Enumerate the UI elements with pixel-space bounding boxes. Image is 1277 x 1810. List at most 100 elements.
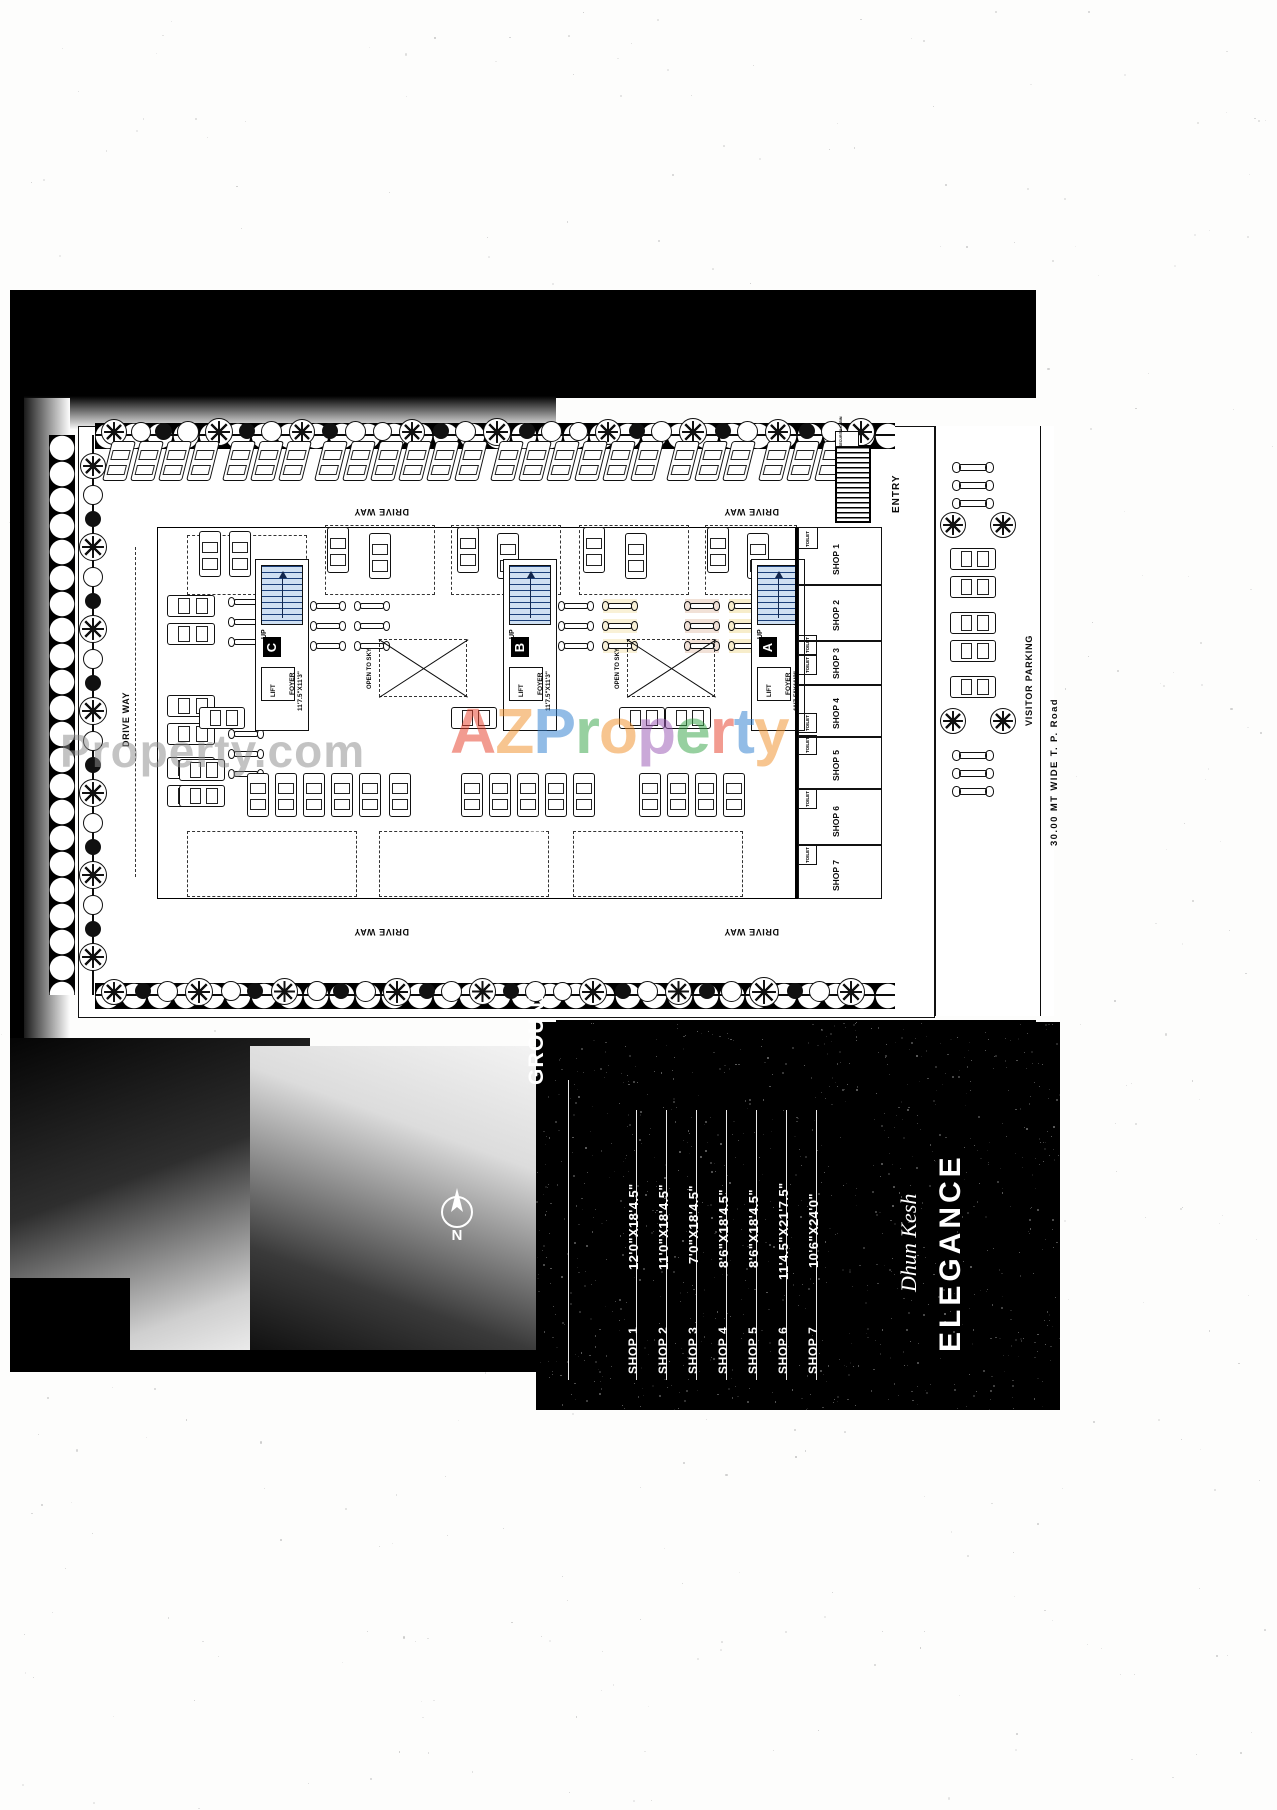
core-a-lift [757,667,791,701]
scan-bleed-top-right [556,290,1036,398]
title-block: SHOP 1 12'0"X18'4.5" SHOP 2 11'0"X18'4.5… [536,1022,1060,1410]
open-to-sky-label-right: OPEN TO SKY [615,648,621,689]
shop-1-toilet-label: TOILET [805,531,810,547]
scan-bleed-bottom-mid [250,1046,550,1368]
shop-1-toilet [798,527,818,549]
shop-3-toilet [798,635,817,655]
svg-text:N: N [452,1226,463,1243]
core-c-lift [261,667,295,701]
page-title: GROUND FLOOR PLAN [525,828,548,1085]
shop-3-toilet-label: TOILET [805,637,810,653]
schedule-rule-0 [568,1080,569,1380]
drive-way-label-left: DRIVE WAY [121,691,131,747]
site-plan-field: DRIVE WAY DRIVE WAY DRIVE WAY DRIVE WAY … [49,417,935,1018]
schedule-row-size-3: 7'0"X18'4.5" [686,1185,701,1264]
schedule-rule-3 [696,1110,697,1380]
entry-label: ENTRY [891,474,902,513]
schedule-row-name-3: SHOP 3 [686,1326,700,1374]
schedule-row-name-2: SHOP 2 [656,1326,670,1374]
shop-7-label: SHOP 7 [831,859,841,891]
blueprint-sheet: DRIVE WAY DRIVE WAY DRIVE WAY DRIVE WAY … [10,278,1060,1408]
schedule-row-name-7: SHOP 7 [806,1326,820,1374]
schedule-row-size-2: 11'0"X18'4.5" [656,1184,671,1270]
shop-3-label: SHOP 3 [831,647,841,679]
entry-ramp [835,445,871,523]
shops-strip-wall [795,527,798,899]
scan-bleed-bottom-left-solid [10,1278,130,1372]
shop-6-toilet [798,789,817,809]
shop-4-label: SHOP 4 [831,697,841,729]
shop-6-label: SHOP 6 [831,805,841,837]
core-b-lift [509,667,543,701]
shop-7-toilet-label: TOILET [805,847,810,863]
core-a-lift-label: LIFT [767,684,773,697]
shop-5-toilet-label: TOILET [805,737,810,753]
core-b-foyer-size: 11'7.5"X11'3" [545,671,552,711]
road-and-visitor-parking-strip: VISITOR PARKING 30.00 MT WIDE T. P. Road [935,426,1060,1016]
schedule-row-name-5: SHOP 5 [746,1326,760,1374]
core-a-staircase [757,565,799,625]
schedule-row-name-1: SHOP 1 [626,1326,640,1374]
shop-7-toilet [798,845,817,865]
schedule-rule-7 [816,1110,817,1380]
north-arrow-icon: N [430,1180,484,1250]
shop-6-unit [798,789,882,845]
column-grid-zone-7 [379,831,549,897]
core-c-badge: C [263,637,281,657]
shop-6-toilet-label: TOILET [805,791,810,807]
schedule-rule-1 [636,1110,637,1380]
schedule-row-name-6: SHOP 6 [776,1326,790,1374]
open-to-sky-court-right [627,639,715,697]
open-to-sky-court-left [379,639,467,697]
shop-7-unit [798,845,882,899]
shop-4-toilet [798,713,817,733]
schedule-rule-5 [756,1110,757,1380]
drive-way-label-top-right: DRIVE WAY [723,507,779,517]
drive-way-label-bottom-right: DRIVE WAY [723,927,779,937]
shop-5-unit [798,737,882,789]
core-a-badge: A [759,637,777,657]
shop-3-toilet-label-2: TOILET [805,657,810,673]
brand-main-name: ELEGANCE [934,1153,967,1352]
drive-way-label-top-left: DRIVE WAY [353,507,409,517]
core-c-staircase [261,565,303,625]
visitor-parking-label: VISITOR PARKING [1024,634,1034,726]
column-grid-zone-2 [325,525,435,595]
road-label: 30.00 MT WIDE T. P. Road [1049,698,1060,846]
core-c-lift-label: LIFT [271,684,277,697]
shop-3-toilet-2 [798,655,817,675]
core-b-badge: B [511,637,529,657]
brand-script-name: Dhun Kesh [896,1193,921,1292]
shop-5-toilet [798,735,817,755]
core-a-letter: A [760,642,776,652]
schedule-row-size-4: 8'6"X18'4.5" [716,1189,731,1268]
security-cabin [835,431,859,447]
shop-1-label: SHOP 1 [831,543,841,575]
shop-4-unit [798,685,882,737]
scan-bleed-top-left [10,290,556,398]
interior-partition-left [135,547,191,877]
core-b-lift-label: LIFT [519,684,525,697]
drive-way-label-bottom-left: DRIVE WAY [353,927,409,937]
schedule-rule-4 [726,1110,727,1380]
shop-1-unit [798,527,882,585]
core-c-letter: C [264,642,280,652]
shop-4-toilet-label: TOILET [805,715,810,731]
schedule-row-size-7: 10'6"X24'0" [806,1193,821,1268]
column-grid-zone-4 [579,525,689,595]
column-grid-zone-6 [187,831,357,897]
shop-2-unit [798,585,882,641]
core-c-foyer-size: 11'7.5"X11'3" [297,671,304,711]
schedule-row-size-6: 11'4.5"X21'7.5" [776,1182,791,1280]
road-edge-line [1040,426,1041,1016]
title-block-grain [536,1022,1060,1410]
open-to-sky-label-left: OPEN TO SKY [367,648,373,689]
core-b-staircase [509,565,551,625]
core-b-letter: B [512,642,528,652]
column-grid-zone-8 [573,831,743,897]
schedule-row-size-1: 12'0"X18'4.5" [626,1183,641,1270]
schedule-rule-6 [786,1110,787,1380]
schedule-row-name-4: SHOP 4 [716,1326,730,1374]
hedge-left [49,435,75,995]
